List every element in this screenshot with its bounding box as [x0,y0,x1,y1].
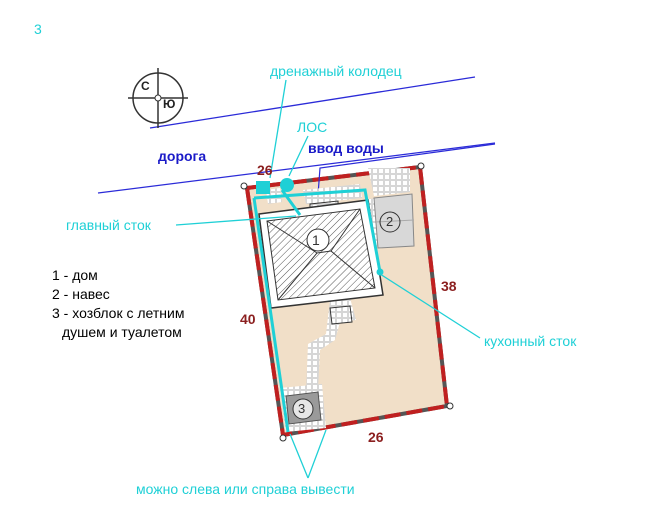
outbuilding-marker [292,398,314,420]
dimension-top: 26 [257,162,273,178]
septic-tank [280,178,294,192]
legend-item-3: 3 - хозблок с летним [52,305,185,321]
leader-main-drain [175,215,297,226]
house-roof [266,208,376,301]
canopy-marker [379,211,401,233]
dimension-left: 40 [240,311,256,327]
exit-note-label: можно слева или справа вывести [136,481,355,497]
canopy-number: 2 [386,214,394,229]
leader-exit-right [307,429,327,479]
plot-boundary [244,164,450,438]
kitchen-drain-pipe [253,188,382,273]
porch-bottom [329,305,353,325]
los-label: ЛОС [297,119,328,135]
water-inlet-label: ввод воды [308,140,384,156]
kitchen-drain-point [376,268,384,276]
legend-item-1: 1 - дом [52,267,98,283]
corner-marker [240,182,248,190]
road-label: дорога [158,148,207,164]
corner-marker [279,434,287,442]
dimension-right: 38 [441,278,457,294]
main-drain-pipe [252,197,290,433]
leader-los [288,135,309,177]
road-edge-top [149,76,476,129]
paving [303,184,362,204]
water-inlet-line [317,143,496,196]
drainage-well [256,181,270,194]
paving [368,168,410,196]
house-number: 1 [312,232,320,248]
compass-icon [128,68,188,128]
leader-kitchen-drain [379,273,481,339]
compass-south-label: Ю [163,97,176,111]
house-marker [306,228,330,252]
outbuilding-number: 3 [298,401,306,416]
drainage-well-label: дренажный колодец [270,63,402,79]
corner-marker [417,162,425,170]
figure-number: 3 [34,21,42,37]
leader-drainage-well [269,79,287,179]
canopy-divider [375,219,415,223]
house-drain-connection [280,189,302,216]
road-edge-bottom [97,142,496,194]
leader-exit-left [289,433,309,479]
dimension-bottom: 26 [368,429,384,445]
compass-north-label: С [141,79,150,93]
legend-item-3-continued: душем и туалетом [62,324,182,340]
corner-marker [446,402,454,410]
legend-item-2: 2 - навес [52,286,110,302]
main-drain-label: главный сток [66,217,151,233]
kitchen-drain-label: кухонный сток [484,333,577,349]
